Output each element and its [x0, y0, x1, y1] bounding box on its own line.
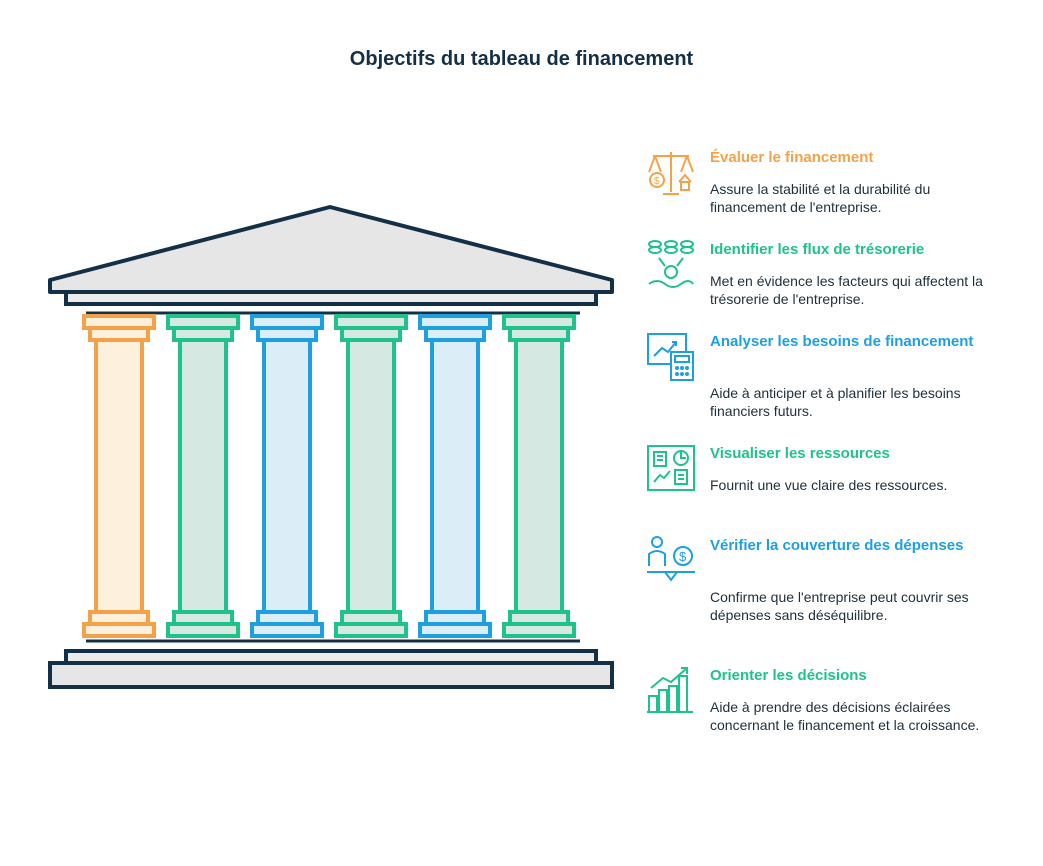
objective-description: Met en évidence les facteurs qui affecte…	[710, 273, 983, 307]
objective-heading: Vérifier la couverture des dépenses	[710, 537, 964, 554]
balance-scale-icon: $	[648, 152, 694, 195]
objective-description: Assure la stabilité et la durabilité du …	[710, 181, 931, 215]
temple-illustration	[48, 205, 614, 689]
temple-step-lower	[48, 661, 614, 689]
person-balance-icon: $	[647, 536, 695, 582]
temple-roof	[48, 205, 614, 294]
svg-text:$: $	[654, 176, 660, 187]
column-6	[502, 314, 576, 638]
column-2	[166, 314, 240, 638]
growth-chart-icon	[647, 667, 693, 713]
objective-description: Aide à anticiper et à planifier les beso…	[710, 385, 961, 419]
objective-description: Confirme que l'entreprise peut couvrir s…	[710, 589, 969, 623]
coin-flow-icon	[648, 240, 694, 288]
objective-description: Aide à prendre des décisions éclairées c…	[710, 699, 980, 733]
column-3	[250, 314, 324, 638]
dashboard-icon	[647, 445, 695, 491]
column-1	[82, 314, 156, 638]
svg-text:$: $	[679, 549, 687, 564]
objective-description: Fournit une vue claire des ressources.	[710, 477, 948, 493]
objective-heading: Évaluer le financement	[710, 149, 874, 166]
objective-heading: Analyser les besoins de financement	[710, 333, 974, 350]
page-title: Objectifs du tableau de financement	[349, 48, 694, 70]
column-5	[418, 314, 492, 638]
objective-heading: Orienter les décisions	[710, 667, 867, 684]
calculator-chart-icon	[647, 333, 694, 381]
temple-architrave	[64, 290, 598, 306]
objective-heading: Visualiser les ressources	[710, 445, 890, 462]
column-4	[334, 314, 408, 638]
objective-heading: Identifier les flux de trésorerie	[710, 241, 925, 258]
